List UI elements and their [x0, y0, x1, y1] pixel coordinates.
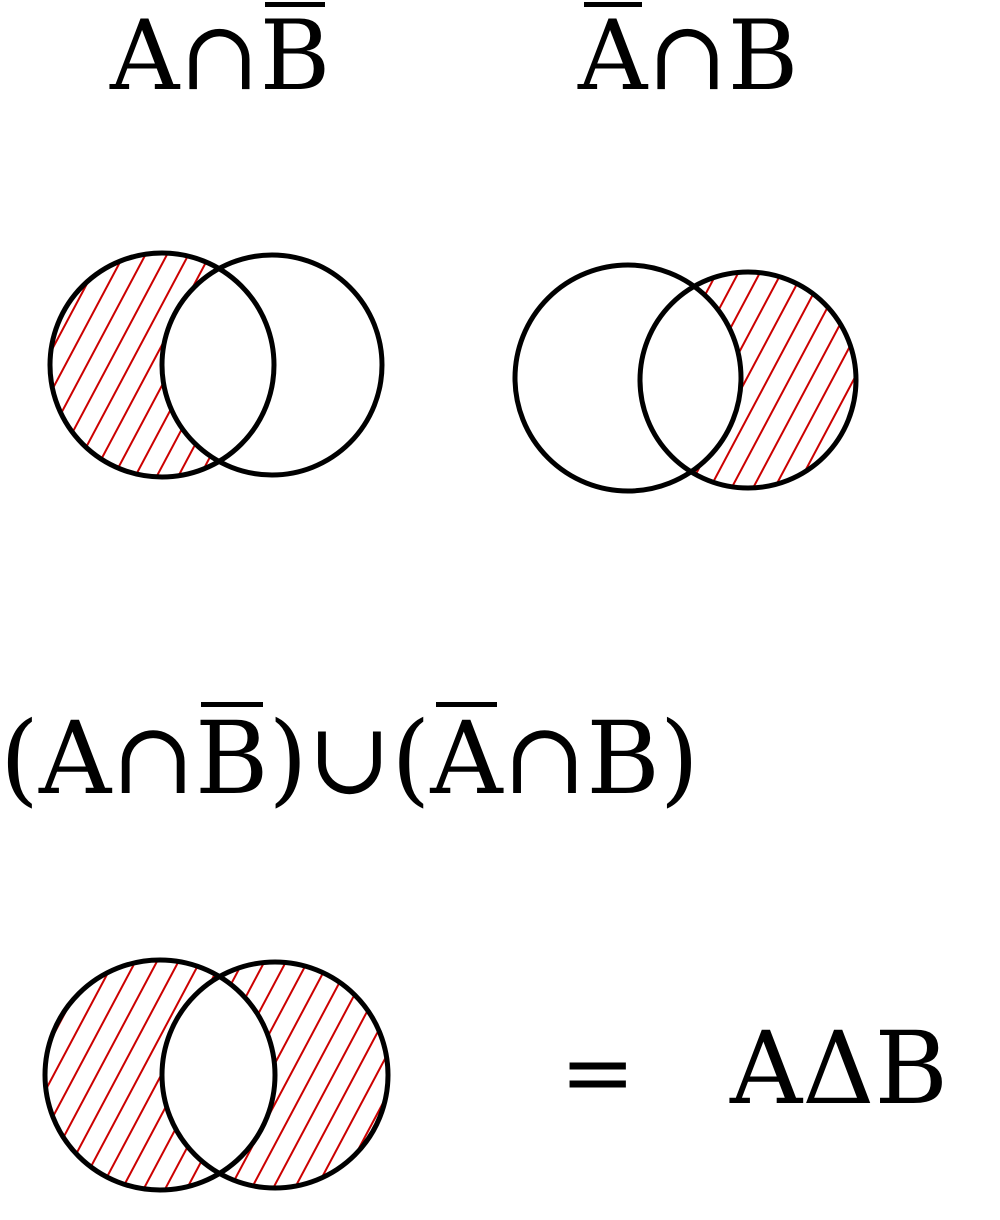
circle-b [159, 959, 391, 1191]
symbol-a: A [110, 0, 180, 112]
shaded-region-b-only [640, 272, 856, 488]
close-paren: ) [268, 700, 308, 817]
symbol-b: B [874, 1010, 948, 1127]
close-paren: ) [659, 700, 699, 817]
union-expression: (A∩B)∪(A∩B) [0, 700, 699, 817]
symbol-a: A [730, 1010, 803, 1127]
intersection-symbol: ∩ [179, 0, 260, 112]
union-symbol: ∪ [307, 700, 392, 817]
venn-diagram-a-minus-b [47, 250, 385, 480]
symbol-b: B [586, 700, 660, 817]
circle-b [159, 252, 385, 478]
symbol-a: A [39, 700, 112, 817]
venn-diagram-b-minus-a [512, 262, 859, 494]
symbol-b-complement: B [259, 0, 331, 112]
symbol-a-complement: A [430, 700, 503, 817]
intersection-symbol: ∩ [111, 700, 196, 817]
delta-symbol: Δ [802, 1010, 875, 1127]
intersection-symbol: ∩ [647, 0, 728, 112]
shaded-region-a-only [50, 253, 274, 477]
circle-b [637, 269, 859, 491]
symbol-a-complement: A [578, 0, 648, 112]
venn-diagram-symmetric-difference [42, 957, 391, 1193]
equals-sign: = [560, 1020, 636, 1125]
circle-a [512, 262, 744, 494]
open-paren: ( [0, 700, 40, 817]
symbol-b: B [727, 0, 799, 112]
intersection-symbol: ∩ [502, 700, 587, 817]
circle-a [47, 250, 277, 480]
label-a-intersect-not-b: A∩B [110, 0, 330, 112]
open-paren: ( [391, 700, 431, 817]
symbol-b-complement: B [195, 700, 269, 817]
symmetric-difference-result: AΔB [730, 1010, 948, 1127]
label-not-a-intersect-b: A∩B [578, 0, 798, 112]
circle-a [42, 957, 278, 1193]
